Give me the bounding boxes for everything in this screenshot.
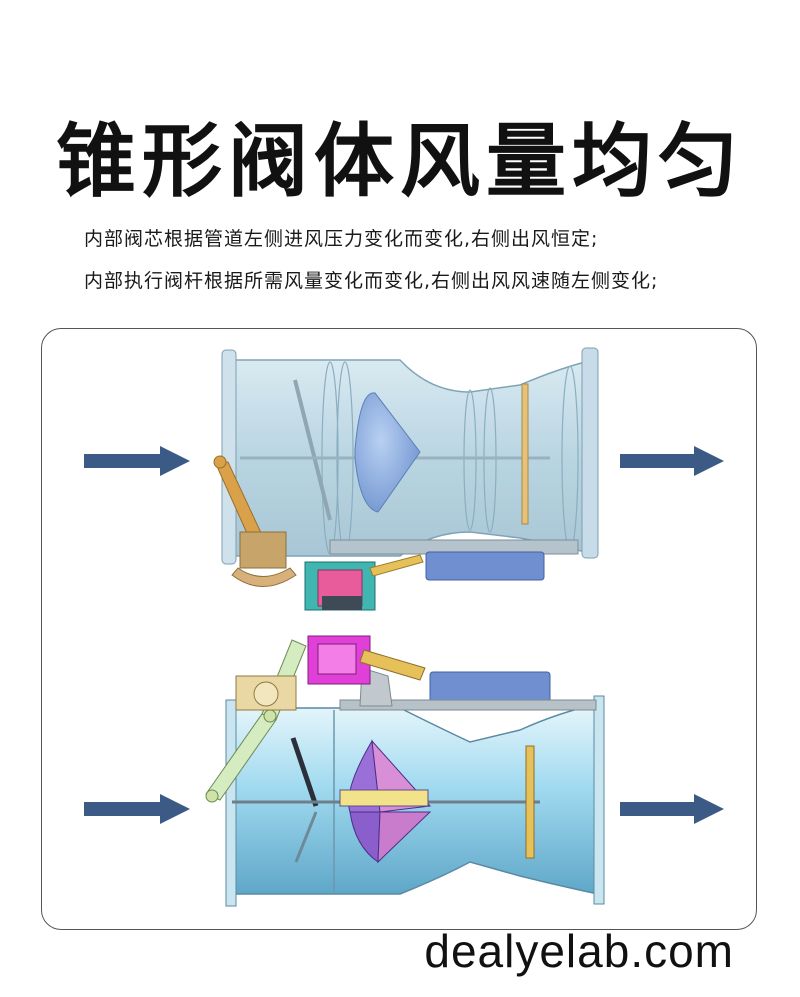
actuator-bottom	[307, 635, 426, 685]
top-valve-assembly	[84, 347, 724, 611]
bottom-valve-assembly	[84, 635, 724, 907]
damper-blade-top	[293, 379, 332, 521]
description-line-1: 内部阀芯根据管道左侧进风压力变化而变化,右侧出风恒定;	[84, 228, 599, 250]
inlet-arrow-bottom	[84, 794, 190, 824]
page-title: 锥形阀体风量均匀	[56, 115, 744, 208]
inlet-arrow-top	[84, 446, 190, 476]
cone-top	[354, 392, 421, 513]
outlet-blade-top	[521, 383, 529, 525]
outlet-arrow-bottom	[620, 794, 724, 824]
controller-box-top	[425, 551, 545, 581]
outlet-flange-bottom	[593, 695, 605, 905]
outlet-blade-bottom	[525, 745, 535, 859]
gearbox-top	[239, 531, 287, 569]
footer-website: dealyelab.com	[424, 925, 734, 977]
damper-blade-bottom	[290, 737, 319, 807]
dial-top	[231, 567, 297, 587]
outlet-flange-top	[581, 347, 599, 559]
actuator-top	[304, 554, 424, 611]
description-line-2: 内部执行阀杆根据所需风量变化而变化,右侧出风风速随左侧变化;	[84, 270, 659, 292]
outlet-arrow-top	[620, 446, 724, 476]
spring-bottom	[339, 789, 429, 807]
